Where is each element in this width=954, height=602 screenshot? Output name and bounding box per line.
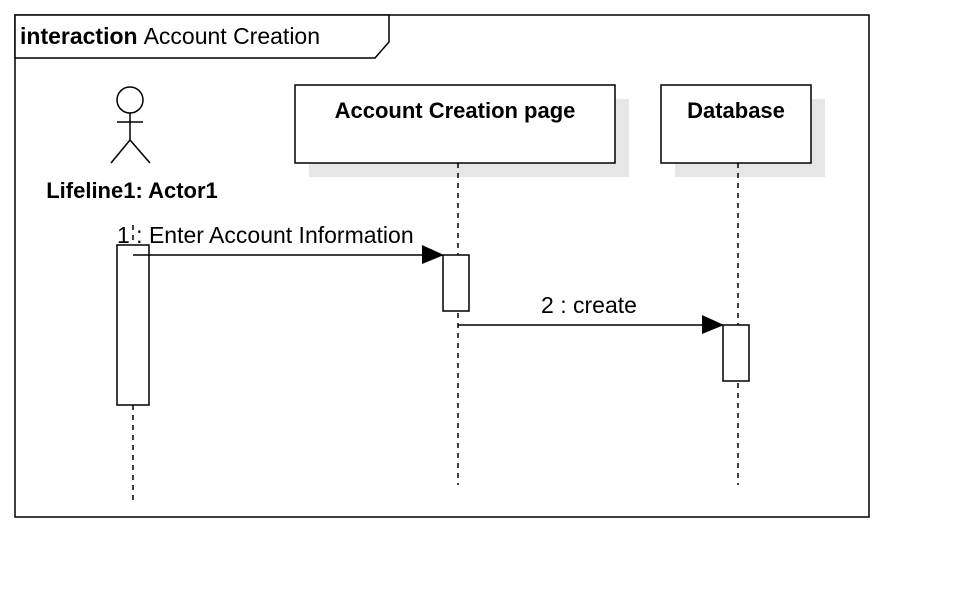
stick-figure-actor-icon [110,86,151,164]
actor-lifeline-label: Lifeline1: Actor1 [46,178,218,203]
message-1-label: 1 : Enter Account Information [117,222,414,248]
database-lifeline-head [660,84,812,164]
actor-activation-bar [116,244,150,406]
page-lifeline-head [294,84,616,164]
database-lifeline-label: Database [687,98,785,123]
frame-name: Account Creation [144,23,320,49]
message-1-arrowhead-icon [422,245,444,264]
database-activation-bar [722,324,750,382]
page-activation-bar [442,254,470,312]
frame-keyword: interaction [20,23,138,49]
page-lifeline-label: Account Creation page [335,98,576,123]
message-2-arrowhead-icon [702,315,724,334]
message-2-label: 2 : create [541,292,637,318]
frame-name-tab [14,14,390,59]
